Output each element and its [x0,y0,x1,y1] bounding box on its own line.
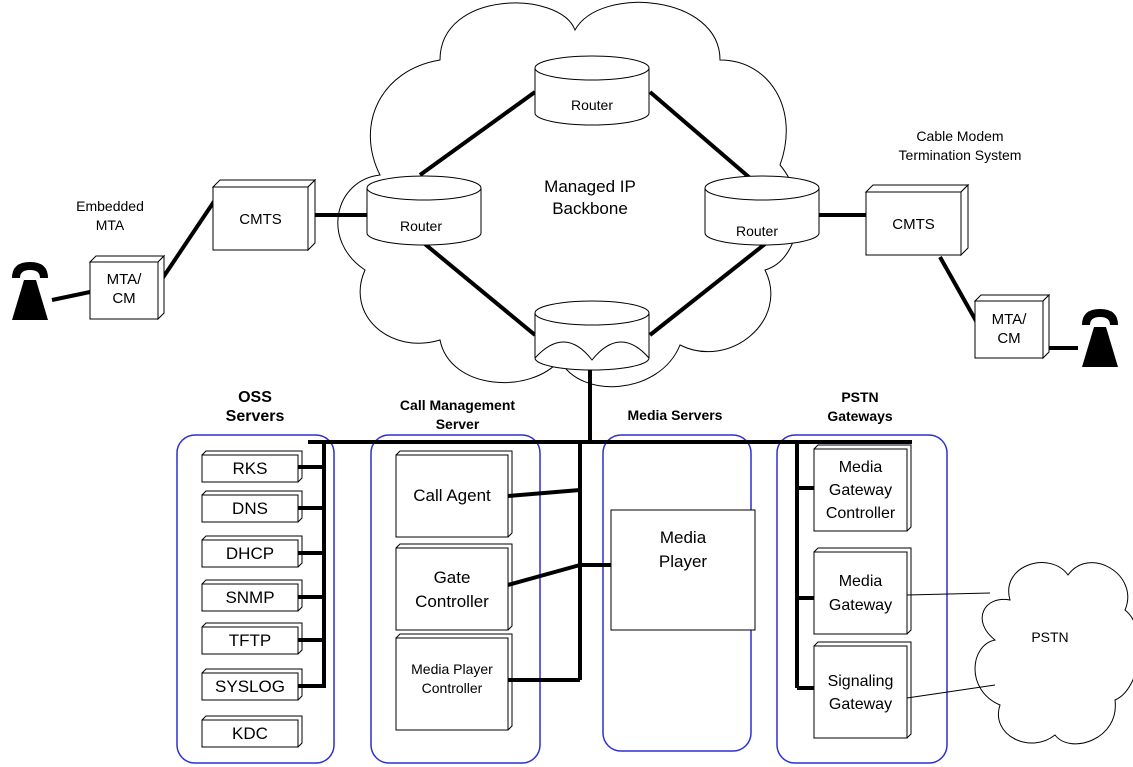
backbone-links [418,90,772,337]
router-left: Router [366,175,482,246]
pstn-gateways-title: PSTN Gateways [827,389,893,424]
cms-boxes [395,450,513,731]
media-player-label: Media Player [658,528,708,571]
media-player-box [610,509,756,631]
pstn-gateways-group [776,434,948,764]
router-right-label: Router [736,223,778,239]
pstn-cloud-label: PSTN [1031,629,1069,645]
server-bus [298,440,912,690]
cmts-left-label: CMTS [239,211,282,228]
router-left-label: Router [400,218,442,234]
oss-item-rks: RKS [232,459,268,478]
media-player-controller-label: Media Player Controller [411,661,493,696]
pstn-links [906,592,996,699]
mta-left-label: MTA/ CM [106,271,142,307]
router-right: Router [704,175,820,246]
oss-title: OSS Servers [225,389,285,425]
mta-left-box [88,254,166,321]
oss-item-syslog: SYSLOG [215,677,285,696]
oss-item-dns: DNS [232,499,268,518]
gate-controller-label: Gate Controller [415,568,489,611]
pstn-cloud [974,562,1133,745]
oss-group [176,434,335,764]
cmts-left-box [211,178,317,252]
mta-right-box [973,293,1051,360]
media-servers-title: Media Servers [627,407,723,423]
call-management-title: Call Management Server [399,397,516,432]
router-top-label: Router [571,97,613,113]
mta-left-caption: Embedded MTA [76,198,144,233]
oss-item-kdc: KDC [232,724,268,743]
telephone-right-icon [1082,309,1118,367]
router-bottom [534,300,650,371]
call-agent-label: Call Agent [413,486,491,505]
access-links [51,198,1078,440]
mgc-label: Media Gateway Controller [825,459,896,522]
cmts-right-caption: Cable Modem Termination System [898,128,1022,163]
call-management-group [370,434,541,764]
media-gateway-label: Media Gateway [828,573,893,614]
mta-right-label: MTA/ CM [991,311,1027,347]
cmts-right-label: CMTS [892,216,935,233]
oss-boxes [201,450,303,748]
cmts-right-box [864,183,970,257]
oss-item-snmp: SNMP [225,588,275,607]
telephone-left-icon [12,262,48,320]
router-top: Router [534,55,650,126]
oss-item-tftp: TFTP [228,631,272,650]
oss-item-dhcp: DHCP [225,544,275,563]
pstn-boxes [813,444,912,739]
signaling-gateway-label: Signaling Gateway [827,673,894,713]
backbone-cloud [337,2,799,388]
backbone-label: Managed IP Backbone [544,177,636,218]
